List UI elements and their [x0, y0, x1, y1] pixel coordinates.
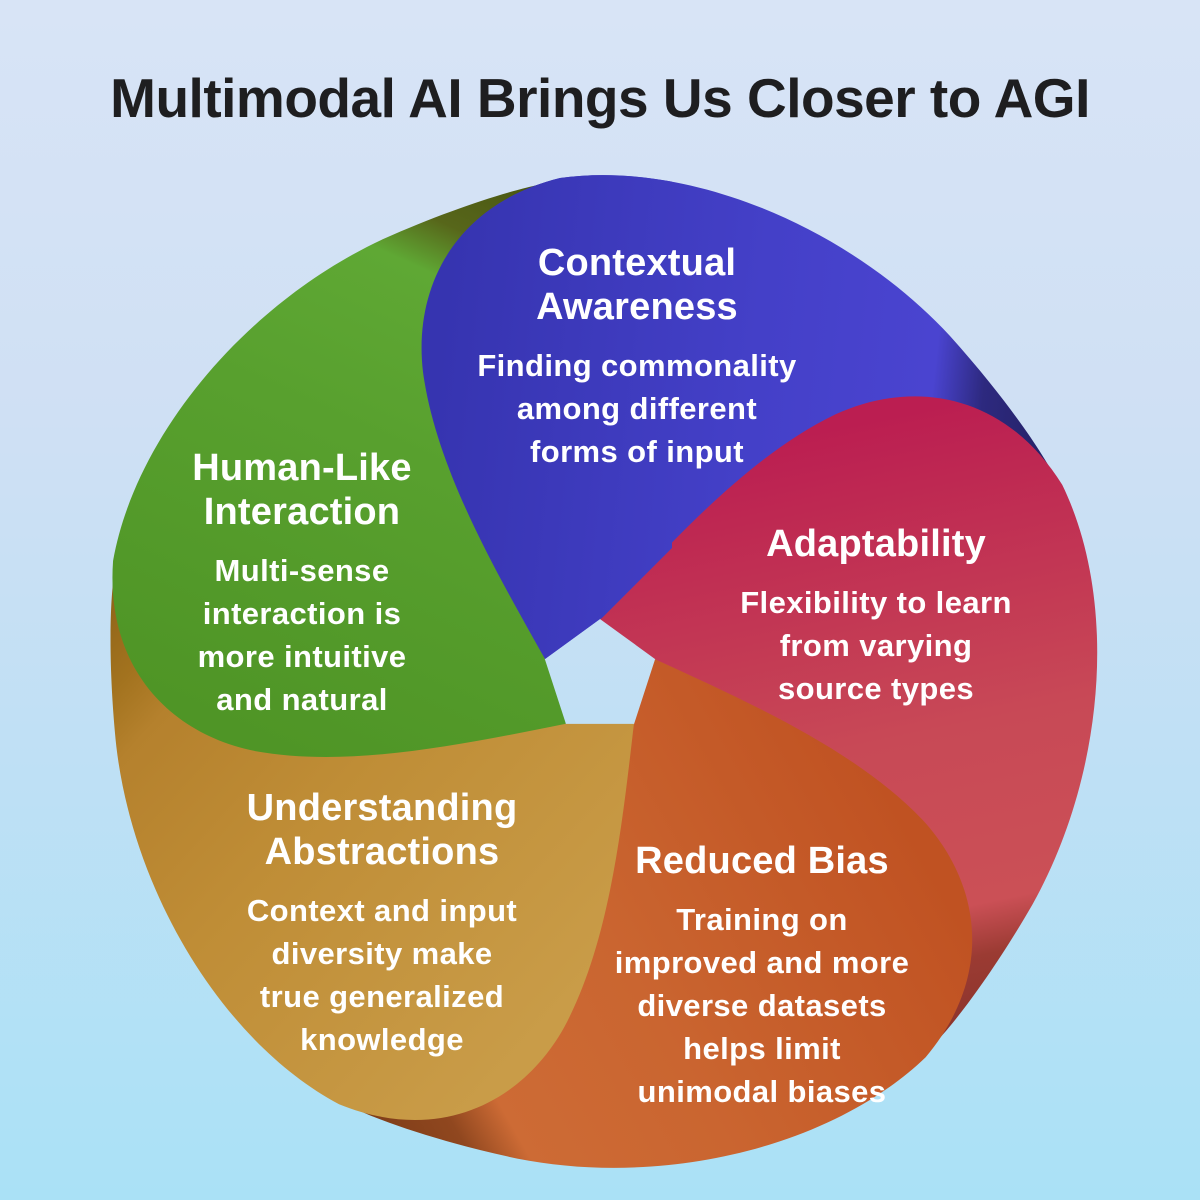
section-body-contextual-awareness: Finding commonality among different form… — [477, 348, 797, 469]
section-heading-contextual-awareness: Contextual Awareness — [536, 242, 738, 328]
section-adaptability: Adaptability Flexibility to learn from v… — [676, 522, 1076, 710]
section-body-understanding-abstractions: Context and input diversity make true ge… — [246, 893, 518, 1057]
section-body-reduced-bias: Training on improved and more diverse da… — [614, 902, 910, 1109]
section-heading-understanding-abstractions: Understanding Abstractions — [246, 787, 518, 873]
section-heading-human-like-interaction: Human-Like Interaction — [192, 447, 412, 533]
section-body-adaptability: Flexibility to learn from varying source… — [740, 585, 1012, 706]
section-reduced-bias: Reduced Bias Training on improved and mo… — [547, 839, 977, 1113]
section-understanding-abstractions: Understanding Abstractions Context and i… — [167, 786, 597, 1061]
page-title: Multimodal AI Brings Us Closer to AGI — [110, 67, 1090, 129]
section-heading-adaptability: Adaptability — [766, 523, 986, 565]
section-body-human-like-interaction: Multi-sense interaction is more intuitiv… — [197, 553, 407, 717]
section-contextual-awareness: Contextual Awareness Finding commonality… — [402, 241, 872, 473]
section-heading-reduced-bias: Reduced Bias — [635, 840, 889, 882]
section-human-like-interaction: Human-Like Interaction Multi-sense inter… — [102, 446, 502, 721]
